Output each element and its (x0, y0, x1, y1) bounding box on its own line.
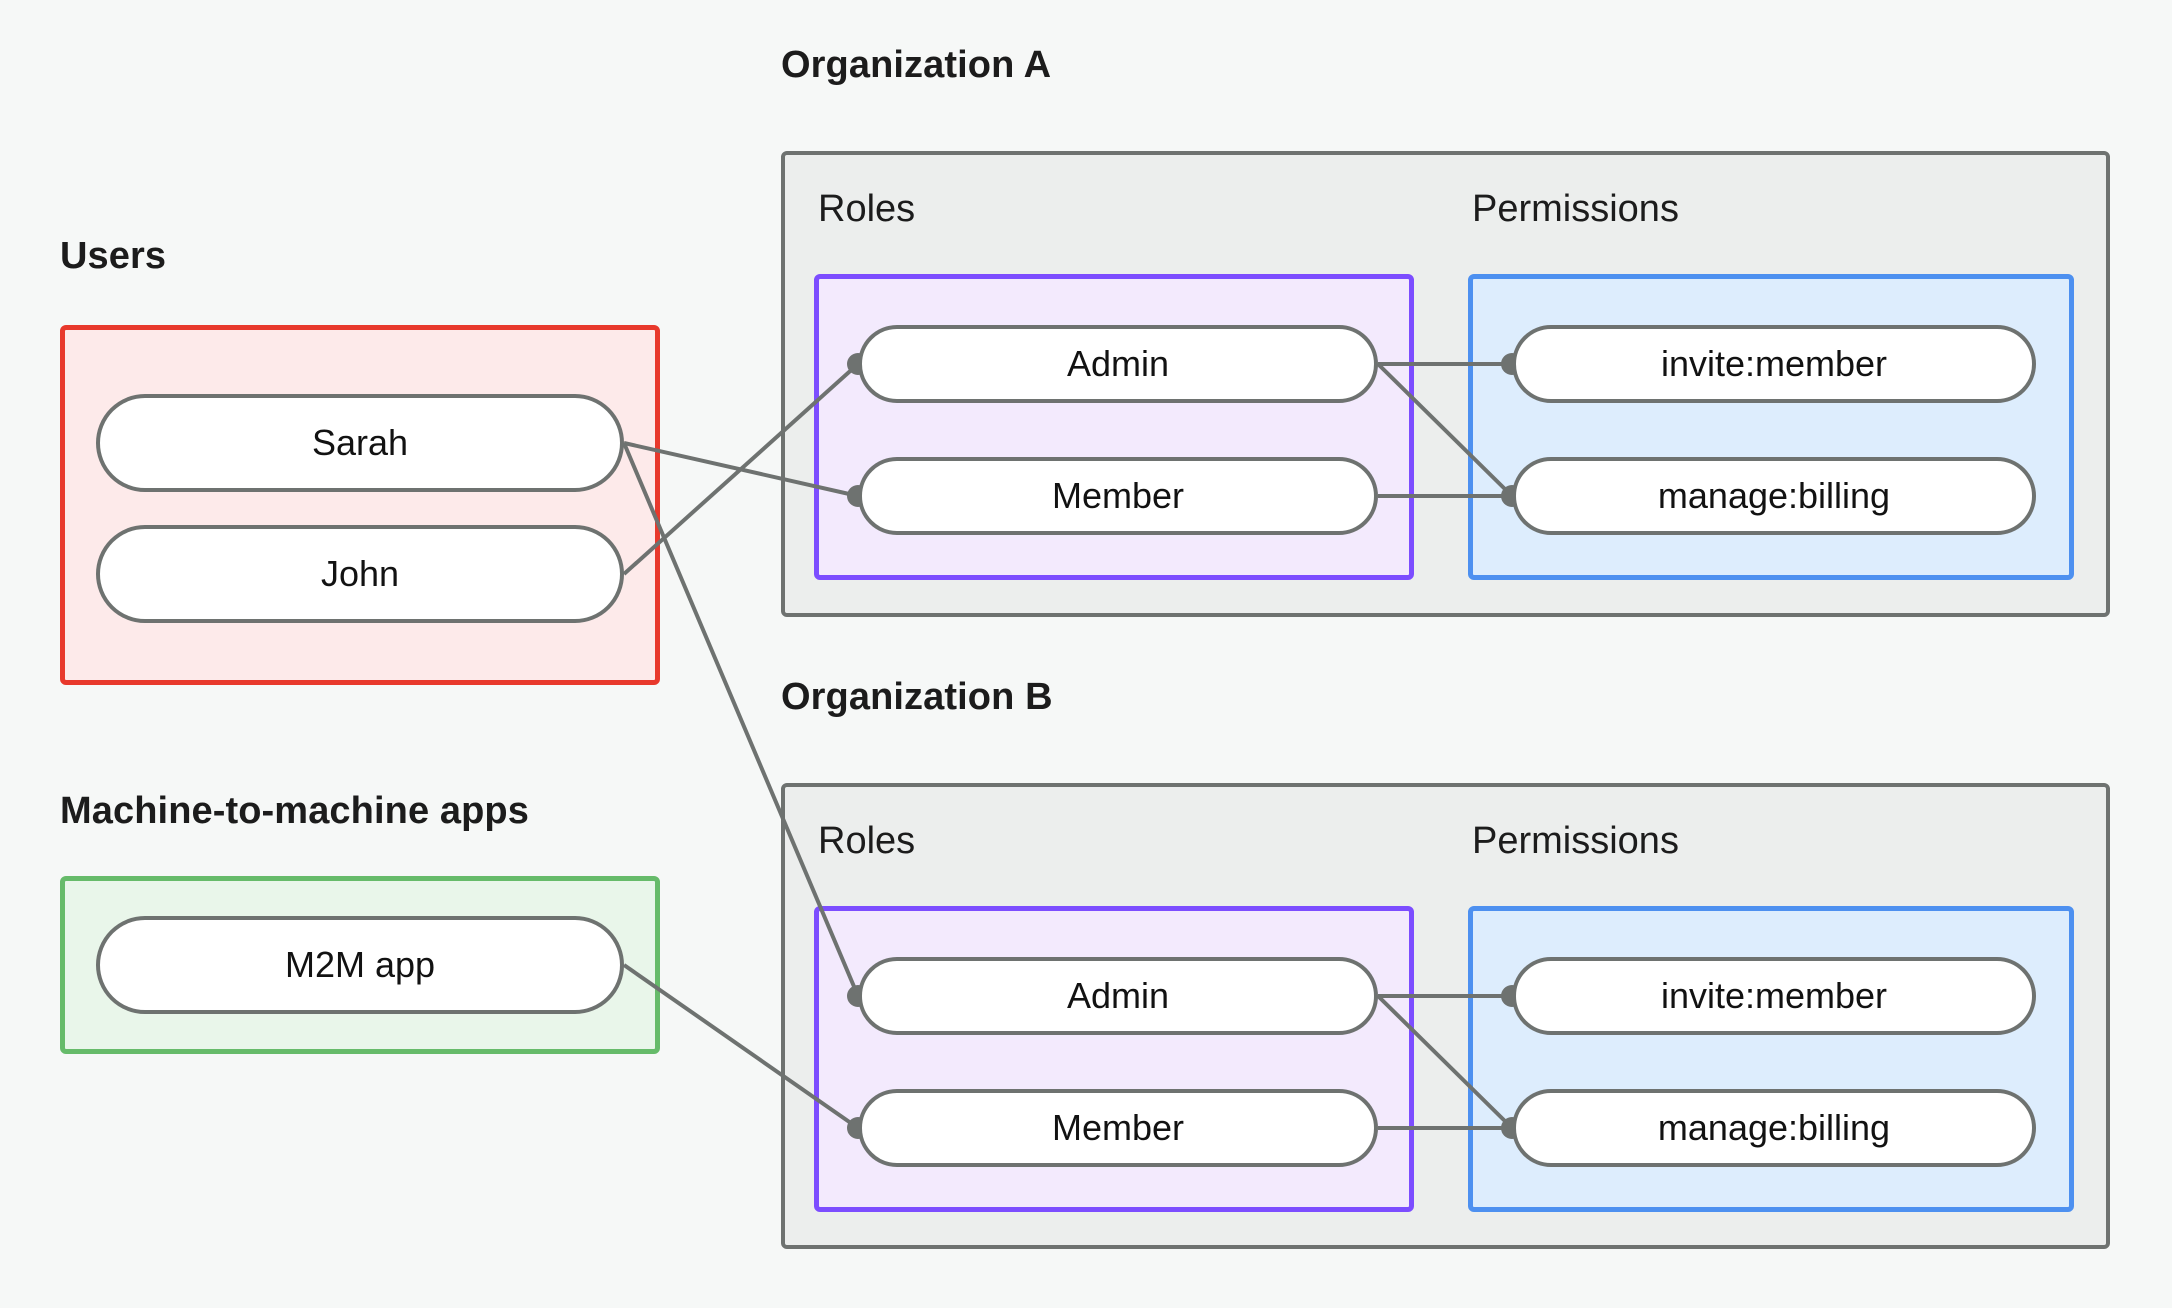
org-a-role-member[interactable]: Member (858, 457, 1378, 535)
org-a-permission-invite-member[interactable]: invite:member (1512, 325, 2036, 403)
org-b-permission-invite-member-label: invite:member (1660, 975, 1888, 1016)
org-a-permissions-label: Permissions (1472, 188, 1679, 230)
org-b-roles-label: Roles (818, 820, 916, 862)
org-b-permissions-label: Permissions (1472, 820, 1679, 862)
org-a-permission-invite-member-label: invite:member (1660, 343, 1888, 384)
org-b-permission-invite-member[interactable]: invite:member (1512, 957, 2036, 1035)
org-b-permission-manage-billing[interactable]: manage:billing (1512, 1089, 2036, 1167)
org-b-role-member-label: Member (1051, 1107, 1185, 1148)
user-node-sarah[interactable]: Sarah (96, 394, 624, 492)
org-a-roles-label: Roles (818, 188, 916, 230)
users-group-label: Users (60, 235, 167, 277)
org-a-role-admin-label: Admin (1066, 343, 1170, 384)
user-node-john[interactable]: John (96, 525, 624, 623)
org-a-title: Organization A (781, 44, 1052, 86)
org-b-title: Organization B (781, 676, 1053, 718)
org-a-permission-manage-billing-label: manage:billing (1657, 475, 1891, 516)
org-b-permission-manage-billing-label: manage:billing (1657, 1107, 1891, 1148)
m2m-node-app-label: M2M app (284, 944, 436, 985)
org-a-permission-manage-billing[interactable]: manage:billing (1512, 457, 2036, 535)
org-a-role-member-label: Member (1051, 475, 1185, 516)
users-container (60, 325, 660, 685)
org-a-role-admin[interactable]: Admin (858, 325, 1378, 403)
m2m-group-label: Machine-to-machine apps (60, 790, 529, 832)
org-b-role-member[interactable]: Member (858, 1089, 1378, 1167)
user-node-john-label: John (320, 553, 400, 594)
org-b-role-admin-label: Admin (1066, 975, 1170, 1016)
org-b-role-admin[interactable]: Admin (858, 957, 1378, 1035)
m2m-node-app[interactable]: M2M app (96, 916, 624, 1014)
user-node-sarah-label: Sarah (311, 422, 409, 463)
